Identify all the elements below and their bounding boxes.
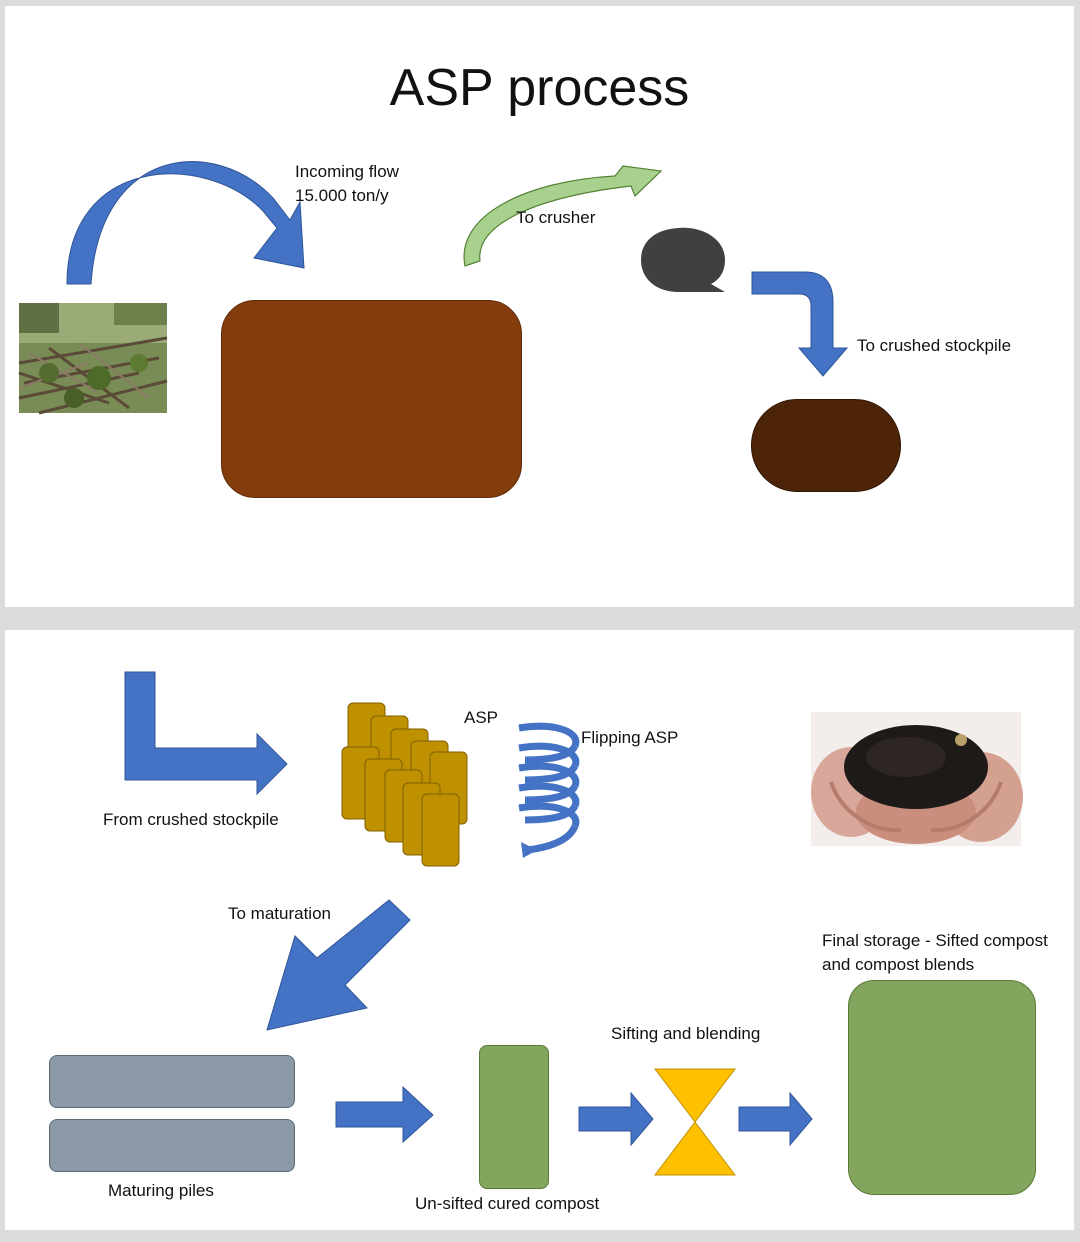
maturing-piles-label: Maturing piles [108, 1181, 214, 1200]
compost-hands-photo [811, 712, 1023, 846]
crushed-stockpile [751, 399, 901, 492]
from-stockpile-bent-arrow [124, 671, 288, 796]
final-storage-label-2: and compost blends [822, 955, 975, 974]
incoming-flow-label: Incoming flow [295, 162, 399, 181]
unsifted-compost-label: Un-sifted cured compost [415, 1194, 600, 1213]
from-crushed-stockpile-label: From crushed stockpile [103, 810, 279, 829]
slide-asp-continued: From crushed stockpile ASP [5, 630, 1074, 1230]
to-unsifted-arrow [335, 1085, 434, 1144]
to-crusher-arrow [463, 165, 663, 267]
maturing-pile-top [49, 1055, 295, 1108]
slide-title: ASP process [389, 59, 690, 117]
to-maturation-label: To maturation [228, 904, 331, 923]
final-storage [848, 980, 1036, 1195]
flipping-asp-spiral [518, 722, 580, 858]
maturing-pile-bottom [49, 1119, 295, 1172]
hourglass-sifter-icon [653, 1068, 737, 1176]
branches-photo [18, 303, 168, 415]
to-sifter-arrow [578, 1091, 654, 1147]
to-crushed-stockpile-arrow [751, 271, 849, 377]
final-storage-label-1: Final storage - Sifted compost [822, 931, 1048, 950]
slide-asp-process: ASP process Incoming flow 15.000 ton/y T… [5, 6, 1074, 607]
asp-piles [341, 702, 468, 867]
asp-label: ASP [464, 708, 499, 727]
flipping-asp-label: Flipping ASP [581, 728, 679, 747]
sifting-blending-label: Sifting and blending [611, 1024, 761, 1043]
incoming-curved-arrow [66, 161, 305, 285]
incoming-pile [221, 300, 522, 498]
to-crusher-label: To crusher [516, 208, 596, 227]
to-maturation-arrow [266, 899, 411, 1031]
unsifted-compost [479, 1045, 549, 1189]
to-crushed-stockpile-label: To crushed stockpile [857, 336, 1012, 355]
incoming-flow-rate: 15.000 ton/y [295, 186, 389, 205]
to-final-storage-arrow [738, 1091, 813, 1147]
crusher-speech-bubble [641, 227, 725, 292]
